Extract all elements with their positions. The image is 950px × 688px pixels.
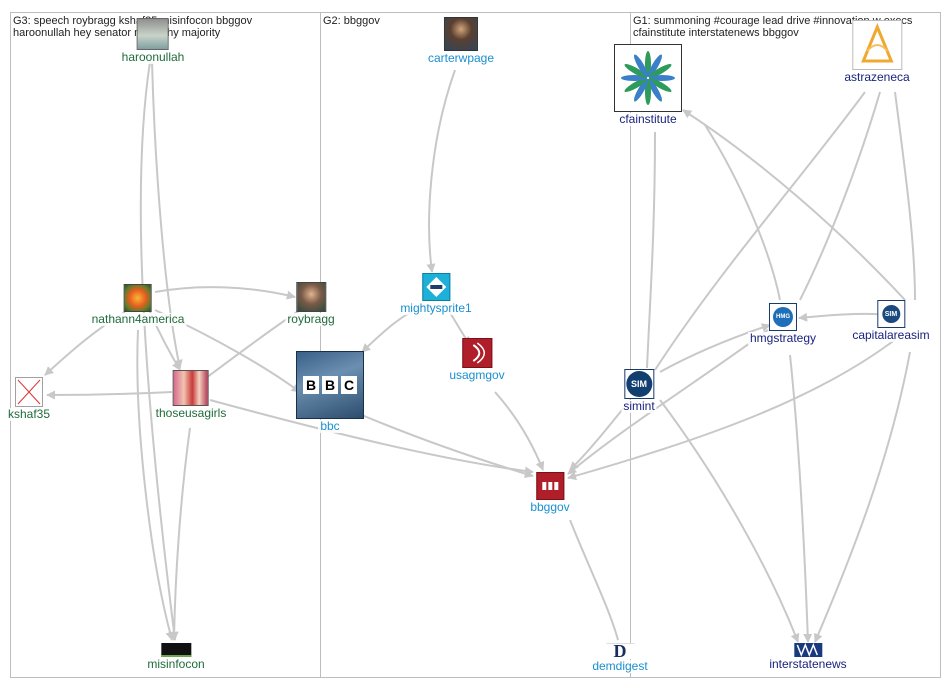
edge-cfainstitute-hmgstrategy [704, 124, 781, 301]
edge-group [44, 61, 916, 643]
broken-image-icon [15, 377, 43, 407]
cfa-petal [648, 54, 662, 78]
edge-bbc-bbggov [349, 409, 534, 478]
cfa-petal [634, 78, 648, 102]
node-label: demdigest [590, 659, 650, 673]
node-demdigest[interactable]: D demdigest [590, 641, 650, 673]
node-kshaf35[interactable]: kshaf35 [5, 377, 53, 421]
cfa-petal [624, 78, 648, 92]
misinfocon-logo-icon [160, 643, 191, 657]
node-label: usagmgov [447, 368, 507, 382]
edge-thoseusagirls-kshaf35 [46, 390, 173, 400]
edge-haroonullah-misinfocon [139, 61, 179, 641]
node-usagmgov[interactable]: usagmgov [447, 338, 507, 382]
cfa-logo-icon [614, 44, 682, 112]
edge-capitalareasim-cfainstitute [682, 109, 906, 301]
cfa-petal [648, 64, 672, 78]
thoseusagirls-avatar-icon [173, 370, 209, 406]
nathann4america-avatar-icon [123, 284, 152, 312]
node-label: bbc [318, 419, 342, 433]
edge-haroonullah-thoseusagirls [151, 61, 183, 369]
node-haroonullah[interactable]: haroonullah [119, 18, 187, 64]
mightysprite1-logo-icon [422, 273, 450, 301]
edge-astrazeneca-capitalareasim [894, 91, 916, 301]
edge-simint-hmgstrategy [659, 323, 771, 373]
carterwpage-avatar-icon [443, 17, 478, 51]
demdigest-logo-letter: D [613, 641, 627, 661]
node-label: misinfocon [145, 657, 207, 671]
cfa-petal [624, 64, 648, 78]
cfa-petal [648, 78, 672, 92]
node-label: carterwpage [425, 51, 497, 65]
sim-logo-text: SIM [626, 371, 652, 397]
node-nathann4america[interactable]: nathann4america [89, 284, 187, 326]
roybragg-avatar-icon [296, 282, 326, 312]
node-label: capitalareasim [850, 328, 932, 342]
hmg-logo-text: HMG [773, 307, 793, 327]
node-label: nathann4america [89, 312, 187, 326]
edge-capitalareasim-bbggov [567, 331, 906, 481]
node-bbggov[interactable]: bbggov [528, 472, 572, 514]
node-misinfocon[interactable]: misinfocon [145, 643, 207, 671]
edge-hmgstrategy-interstatenews [789, 354, 813, 643]
cfa-petal [648, 78, 662, 102]
node-capitalareasim[interactable]: SIM capitalareasim [850, 300, 932, 342]
edge-thoseusagirls-bbggov [209, 399, 534, 476]
edge-cfainstitute-simint [646, 131, 656, 369]
sim-logo-text: SIM [882, 305, 900, 323]
edge-usagmgov-bbggov [494, 391, 545, 471]
node-label: thoseusagirls [153, 406, 229, 420]
node-label: roybragg [285, 312, 337, 326]
edge-capitalareasim-interstatenews [814, 351, 911, 643]
node-thoseusagirls[interactable]: thoseusagirls [153, 370, 229, 420]
node-interstatenews[interactable]: interstatenews [767, 643, 849, 671]
node-label: kshaf35 [5, 407, 53, 421]
edge-thoseusagirls-misinfocon [169, 427, 191, 641]
node-hmgstrategy[interactable]: HMG hmgstrategy [747, 303, 819, 345]
node-label: hmgstrategy [747, 331, 819, 345]
bbg-logo-icon [536, 472, 564, 500]
node-label: haroonullah [119, 50, 187, 64]
edge-nathann4america-misinfocon [136, 329, 175, 641]
node-label: bbggov [528, 500, 572, 514]
node-roybragg[interactable]: roybragg [285, 282, 337, 326]
bbc-logo-icon: B B C [296, 351, 364, 419]
node-simint[interactable]: SIM simint [621, 369, 657, 413]
edge-nathann4america-roybragg [154, 286, 296, 300]
demdigest-logo-icon: D [606, 641, 634, 661]
node-label: astrazeneca [842, 70, 912, 84]
group-g2-title: G2: bbggov [323, 15, 380, 27]
node-carterwpage[interactable]: carterwpage [425, 17, 497, 65]
node-mightysprite1[interactable]: mightysprite1 [398, 273, 474, 315]
node-label: interstatenews [767, 657, 849, 671]
node-label: simint [621, 399, 657, 413]
edge-simint-interstatenews [659, 399, 800, 643]
edge-astrazeneca-hmgstrategy [799, 91, 881, 301]
usagm-logo-icon [462, 338, 492, 368]
edge-astrazeneca-simint [654, 91, 866, 371]
cfa-petal [634, 54, 648, 78]
astrazeneca-logo-icon [852, 20, 902, 70]
edge-bbggov-demdigest [569, 519, 619, 641]
node-label: mightysprite1 [398, 301, 474, 315]
node-astrazeneca[interactable]: astrazeneca [842, 20, 912, 84]
edge-carterwpage-mightysprite1 [426, 69, 456, 273]
node-cfainstitute[interactable]: cfainstitute [614, 44, 682, 126]
sim-logo-icon: SIM [624, 369, 654, 399]
hmg-logo-icon: HMG [769, 303, 797, 331]
haroonullah-avatar-icon [137, 18, 169, 50]
interstatenews-logo-icon [794, 643, 822, 657]
node-bbc[interactable]: B B C bbc [296, 351, 364, 433]
sim-logo-icon: SIM [877, 300, 905, 328]
node-label: cfainstitute [617, 112, 679, 126]
